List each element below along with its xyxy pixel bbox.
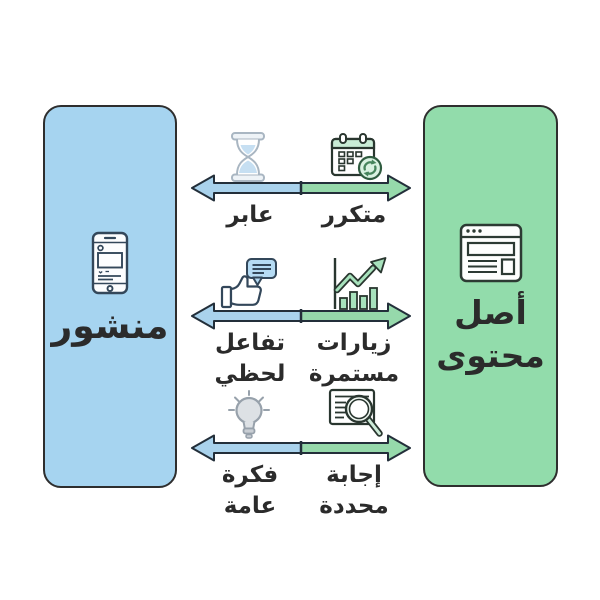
- hourglass-icon: [231, 132, 265, 182]
- label-recurring: متكرر: [321, 202, 387, 228]
- scale-arrow-frequency: [191, 174, 411, 202]
- scale-arrow-engagement: [191, 302, 411, 330]
- calendar-refresh-icon: [330, 133, 383, 181]
- label-ongoing-visits: زيارات مستمرة: [308, 330, 400, 387]
- label-transient: عابر: [226, 202, 274, 228]
- browser-article-icon: [459, 223, 522, 283]
- scale-arrow-specificity: [191, 434, 411, 462]
- panel-post-label: منشور: [51, 306, 169, 347]
- growth-chart-icon: [333, 257, 387, 310]
- label-general-idea: فكرة عامة: [221, 462, 279, 519]
- panel-content-asset-label: أصل محتوى: [436, 293, 545, 375]
- lightbulb-icon: [228, 390, 270, 439]
- document-search-icon: [328, 388, 383, 437]
- panel-content-asset: أصل محتوى: [423, 105, 558, 487]
- smartphone-post-icon: [91, 231, 129, 295]
- thumbs-up-comment-icon: [220, 258, 277, 309]
- panel-post: منشور: [43, 105, 177, 488]
- label-momentary-engagement: تفاعل لحظي: [214, 330, 286, 387]
- label-specific-answer: إجابة محددة: [319, 462, 389, 519]
